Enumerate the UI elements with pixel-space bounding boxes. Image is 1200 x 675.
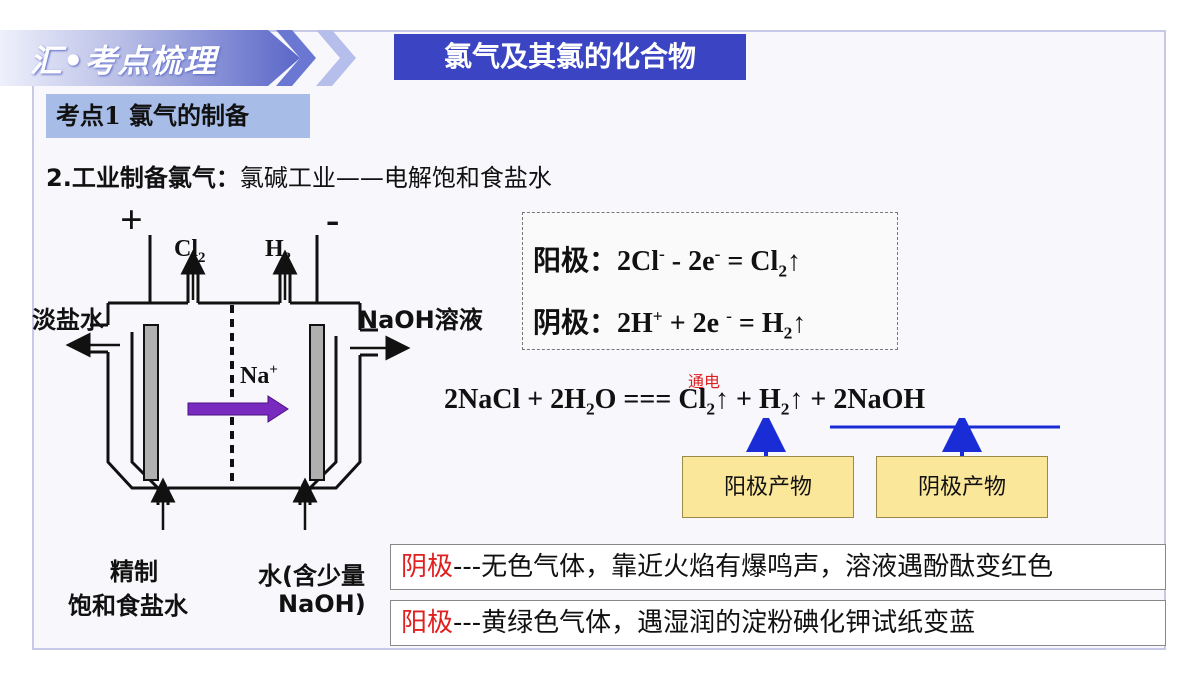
subtitle-text: 氯碱工业——电解饱和食盐水 xyxy=(239,164,552,192)
header-band xyxy=(0,30,300,86)
anode-note-text: ---黄绿色气体，遇湿润的淀粉碘化钾试纸变蓝 xyxy=(453,608,976,638)
topic-title: 氯气及其氯的化合物 xyxy=(394,34,746,80)
cathode-note-label: 阴极 xyxy=(401,552,454,582)
cathode-minus-sign: - xyxy=(326,197,340,242)
cathode-note-text: ---无色气体，靠近火焰有爆鸣声，溶液遇酚酞变红色 xyxy=(453,552,1054,582)
cathode-product-box: 阴极产物 xyxy=(876,456,1048,518)
left-outlet-label: 淡盐水 xyxy=(32,306,104,334)
cathode-half-reaction: 阴极：2H+ + 2e - = H2↑ xyxy=(533,306,807,343)
section-title: 考点1 氯气的制备 xyxy=(46,94,310,138)
electrolytic-cell-diagram xyxy=(65,235,411,530)
anode-product-box: 阳极产物 xyxy=(682,456,854,518)
electrolysis-condition: 通电 xyxy=(688,372,721,391)
subtitle-lead: 2.工业制备氯气： xyxy=(46,164,240,192)
cl2-label: Cl2 xyxy=(174,236,206,266)
left-inlet-label-1: 精制 xyxy=(110,558,158,586)
half-reactions-box: 阳极：2Cl- - 2e- = Cl2↑ 阴极：2H+ + 2e - = H2↑ xyxy=(522,212,898,350)
right-inlet-label-1: 水(含少量 xyxy=(258,562,365,590)
header-title: 汇•考点梳理 xyxy=(30,42,217,80)
right-outlet-label: NaOH溶液 xyxy=(358,306,483,334)
cathode-note: 阴极---无色气体，靠近火焰有爆鸣声，溶液遇酚酞变红色 xyxy=(390,544,1166,590)
h2-label: H2 xyxy=(265,236,292,266)
product-pointers xyxy=(746,418,1060,456)
na-ion-label: Na+ xyxy=(240,362,278,389)
subtitle: 2.工业制备氯气：氯碱工业——电解饱和食盐水 xyxy=(46,158,552,193)
left-inlet-label-2: 饱和食盐水 xyxy=(68,592,188,620)
anode-plus-sign: + xyxy=(120,197,143,242)
anode-note: 阳极---黄绿色气体，遇湿润的淀粉碘化钾试纸变蓝 xyxy=(390,600,1166,646)
right-inlet-label-2: NaOH) xyxy=(278,590,366,618)
anode-half-reaction: 阳极：2Cl- - 2e- = Cl2↑ xyxy=(533,244,801,281)
overall-equation: 2NaCl + 2H2O === Cl2↑ + H2↑ + 2NaOH xyxy=(444,384,926,419)
anode-note-label: 阳极 xyxy=(401,608,454,638)
